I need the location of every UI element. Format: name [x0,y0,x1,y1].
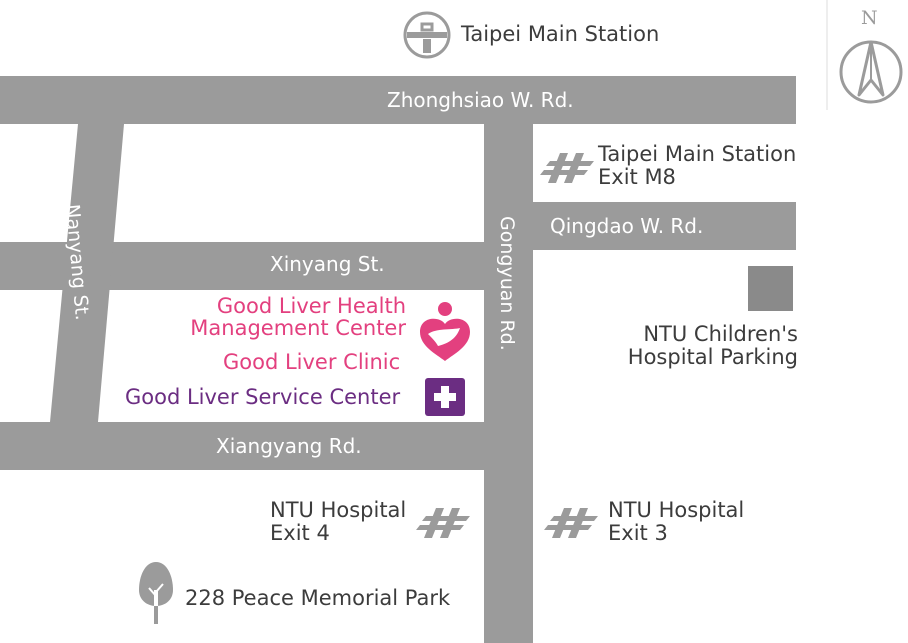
label-service-center: Good Liver Service Center [125,385,401,409]
road-label-xinyang: Xinyang St. [270,252,385,276]
label-health-center: Good Liver Health Management Center [180,295,406,339]
road-zhonghsiao [0,76,796,124]
road-label-qingdao: Qingdao W. Rd. [550,214,704,238]
parking-square-icon [748,266,793,311]
label-exit-m8-line1: Taipei Main Station [598,142,797,166]
compass-north-label: N [861,7,878,29]
label-parking-line1: NTU Children's [643,322,798,346]
label-parking-line2: Hospital Parking [627,345,798,370]
label-health-center-line1: Good Liver Health [216,294,406,318]
label-exit-3: NTU Hospital Exit 3 [608,498,745,546]
road-label-gongyuan: Gongyuan Rd. [496,216,518,351]
road-xiangyang [0,422,533,470]
metro-icon-exit3 [544,508,598,538]
road-label-xiangyang: Xiangyang Rd. [216,434,362,458]
label-exit-4: NTU Hospital Exit 4 [270,498,407,546]
label-exit-m8: Taipei Main Station Exit M8 [598,142,797,190]
compass-icon [826,0,903,110]
label-exit-3-line1: NTU Hospital [608,498,745,522]
label-clinic: Good Liver Clinic [223,350,401,374]
label-exit-3-line2: Exit 3 [608,521,668,546]
metro-icon-m8 [540,153,594,183]
tree-icon [139,562,173,624]
label-park: 228 Peace Memorial Park [185,586,451,610]
liver-heart-icon [420,302,470,361]
road-gongyuan-south [484,470,533,643]
label-exit-4-line1: NTU Hospital [270,498,407,522]
label-exit-m8-line2: Exit M8 [598,165,676,190]
label-parking: NTU Children's Hospital Parking [620,322,798,370]
plus-cross-icon [425,378,465,416]
road-qingdao [484,202,796,250]
label-exit-4-line2: Exit 4 [270,521,330,546]
road-label-zhonghsiao: Zhonghsiao W. Rd. [387,88,574,112]
metro-icon-exit4 [416,508,470,538]
road-nanyang [50,124,124,422]
railway-station-icon [403,11,451,59]
plus-cross-horizontal [434,393,456,401]
label-health-center-line2: Management Center [190,316,406,341]
label-taipei-main-station: Taipei Main Station [461,22,660,46]
